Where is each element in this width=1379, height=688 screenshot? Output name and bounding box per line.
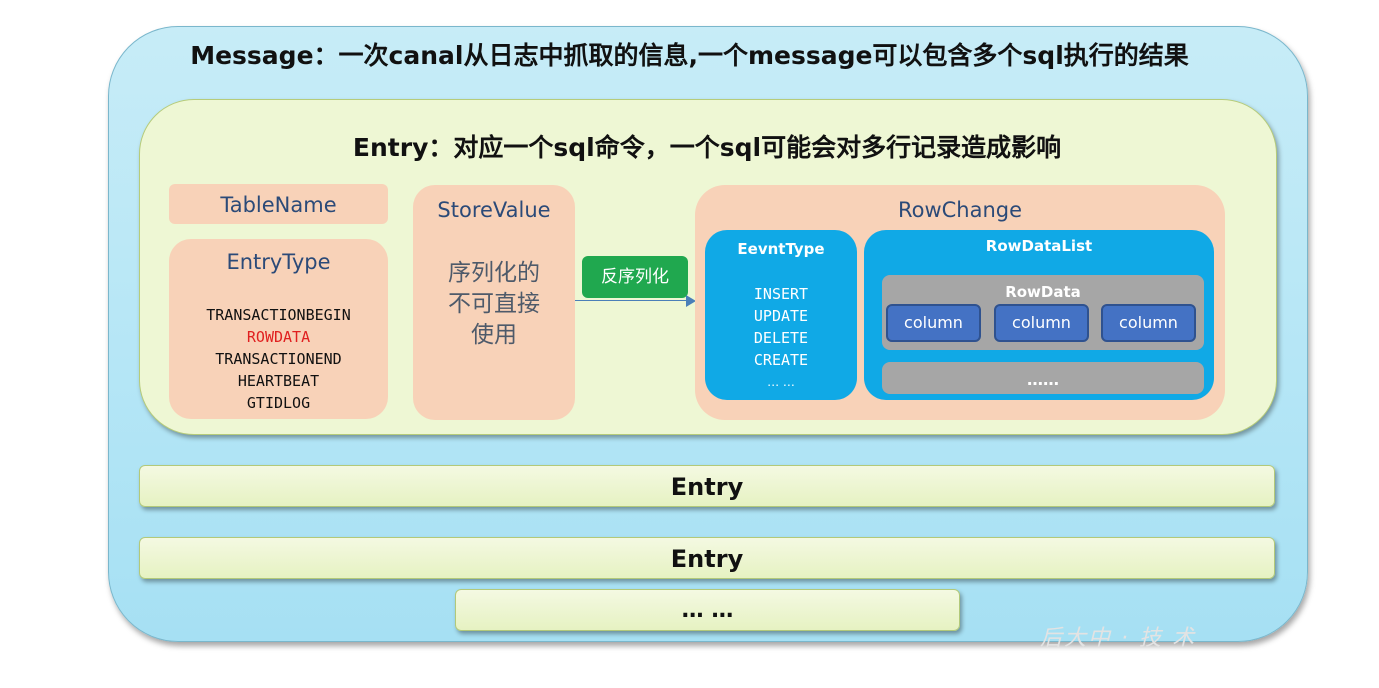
entry-bar: Entry [139,537,1275,579]
eventtype-box [705,230,857,400]
more-rowdata-box [882,362,1204,394]
entrytype-title: EntryType [226,250,331,274]
eventtype-title: EevntType [737,240,825,258]
storevalue-line: 使用 [471,322,517,348]
eventtype-ellipsis: … … [767,375,795,389]
entrytype-item: GTIDLOG [246,394,311,412]
entrytype-list: TRANSACTIONBEGIN ROWDATA TRANSACTIONEND … [169,304,388,414]
entry-title: Entry：对应一个sql命令，一个sql可能会对多行记录造成影响 [352,133,1062,162]
tablename-label: TableName [220,193,337,217]
more-rowdata-label: …… [1027,370,1059,389]
entrytype-item: HEARTBEAT [237,372,320,390]
storevalue-line: 不可直接 [448,291,540,317]
entrytype-item: TRANSACTIONBEGIN [206,306,351,324]
storevalue-description: 序列化的 不可直接 使用 [413,258,575,351]
rowchange-title: RowChange [897,198,1023,222]
column-cell: column [994,304,1089,342]
column-cell: column [886,304,981,342]
entrytype-box [169,239,388,419]
storevalue-line: 序列化的 [448,260,540,286]
entry-bar: Entry [139,465,1275,507]
deserialize-label: 反序列化 [582,256,688,298]
watermark: 后大中 · 技 术 [1040,626,1196,651]
eventtype-item: DELETE [753,329,809,347]
eventtype-item: CREATE [753,351,809,369]
entrytype-item-highlighted: ROWDATA [246,328,311,346]
storevalue-title: StoreValue [437,198,551,222]
deserialize-arrow-line [575,300,687,301]
rowdatalist-title: RowDataList [985,237,1093,255]
message-title: Message：一次canal从日志中抓取的信息,一个message可以包含多个… [190,41,1189,70]
arrow-right-icon [686,295,696,307]
eventtype-item: UPDATE [753,307,809,325]
eventtype-list: INSERT UPDATE DELETE CREATE [705,283,857,371]
more-entries-bar: … … [455,589,960,631]
entrytype-item: TRANSACTIONEND [215,350,342,368]
eventtype-item: INSERT [753,285,809,303]
column-cell: column [1101,304,1196,342]
rowdata-title: RowData [1005,283,1081,301]
storevalue-box [413,185,575,420]
tablename-box [169,184,388,224]
